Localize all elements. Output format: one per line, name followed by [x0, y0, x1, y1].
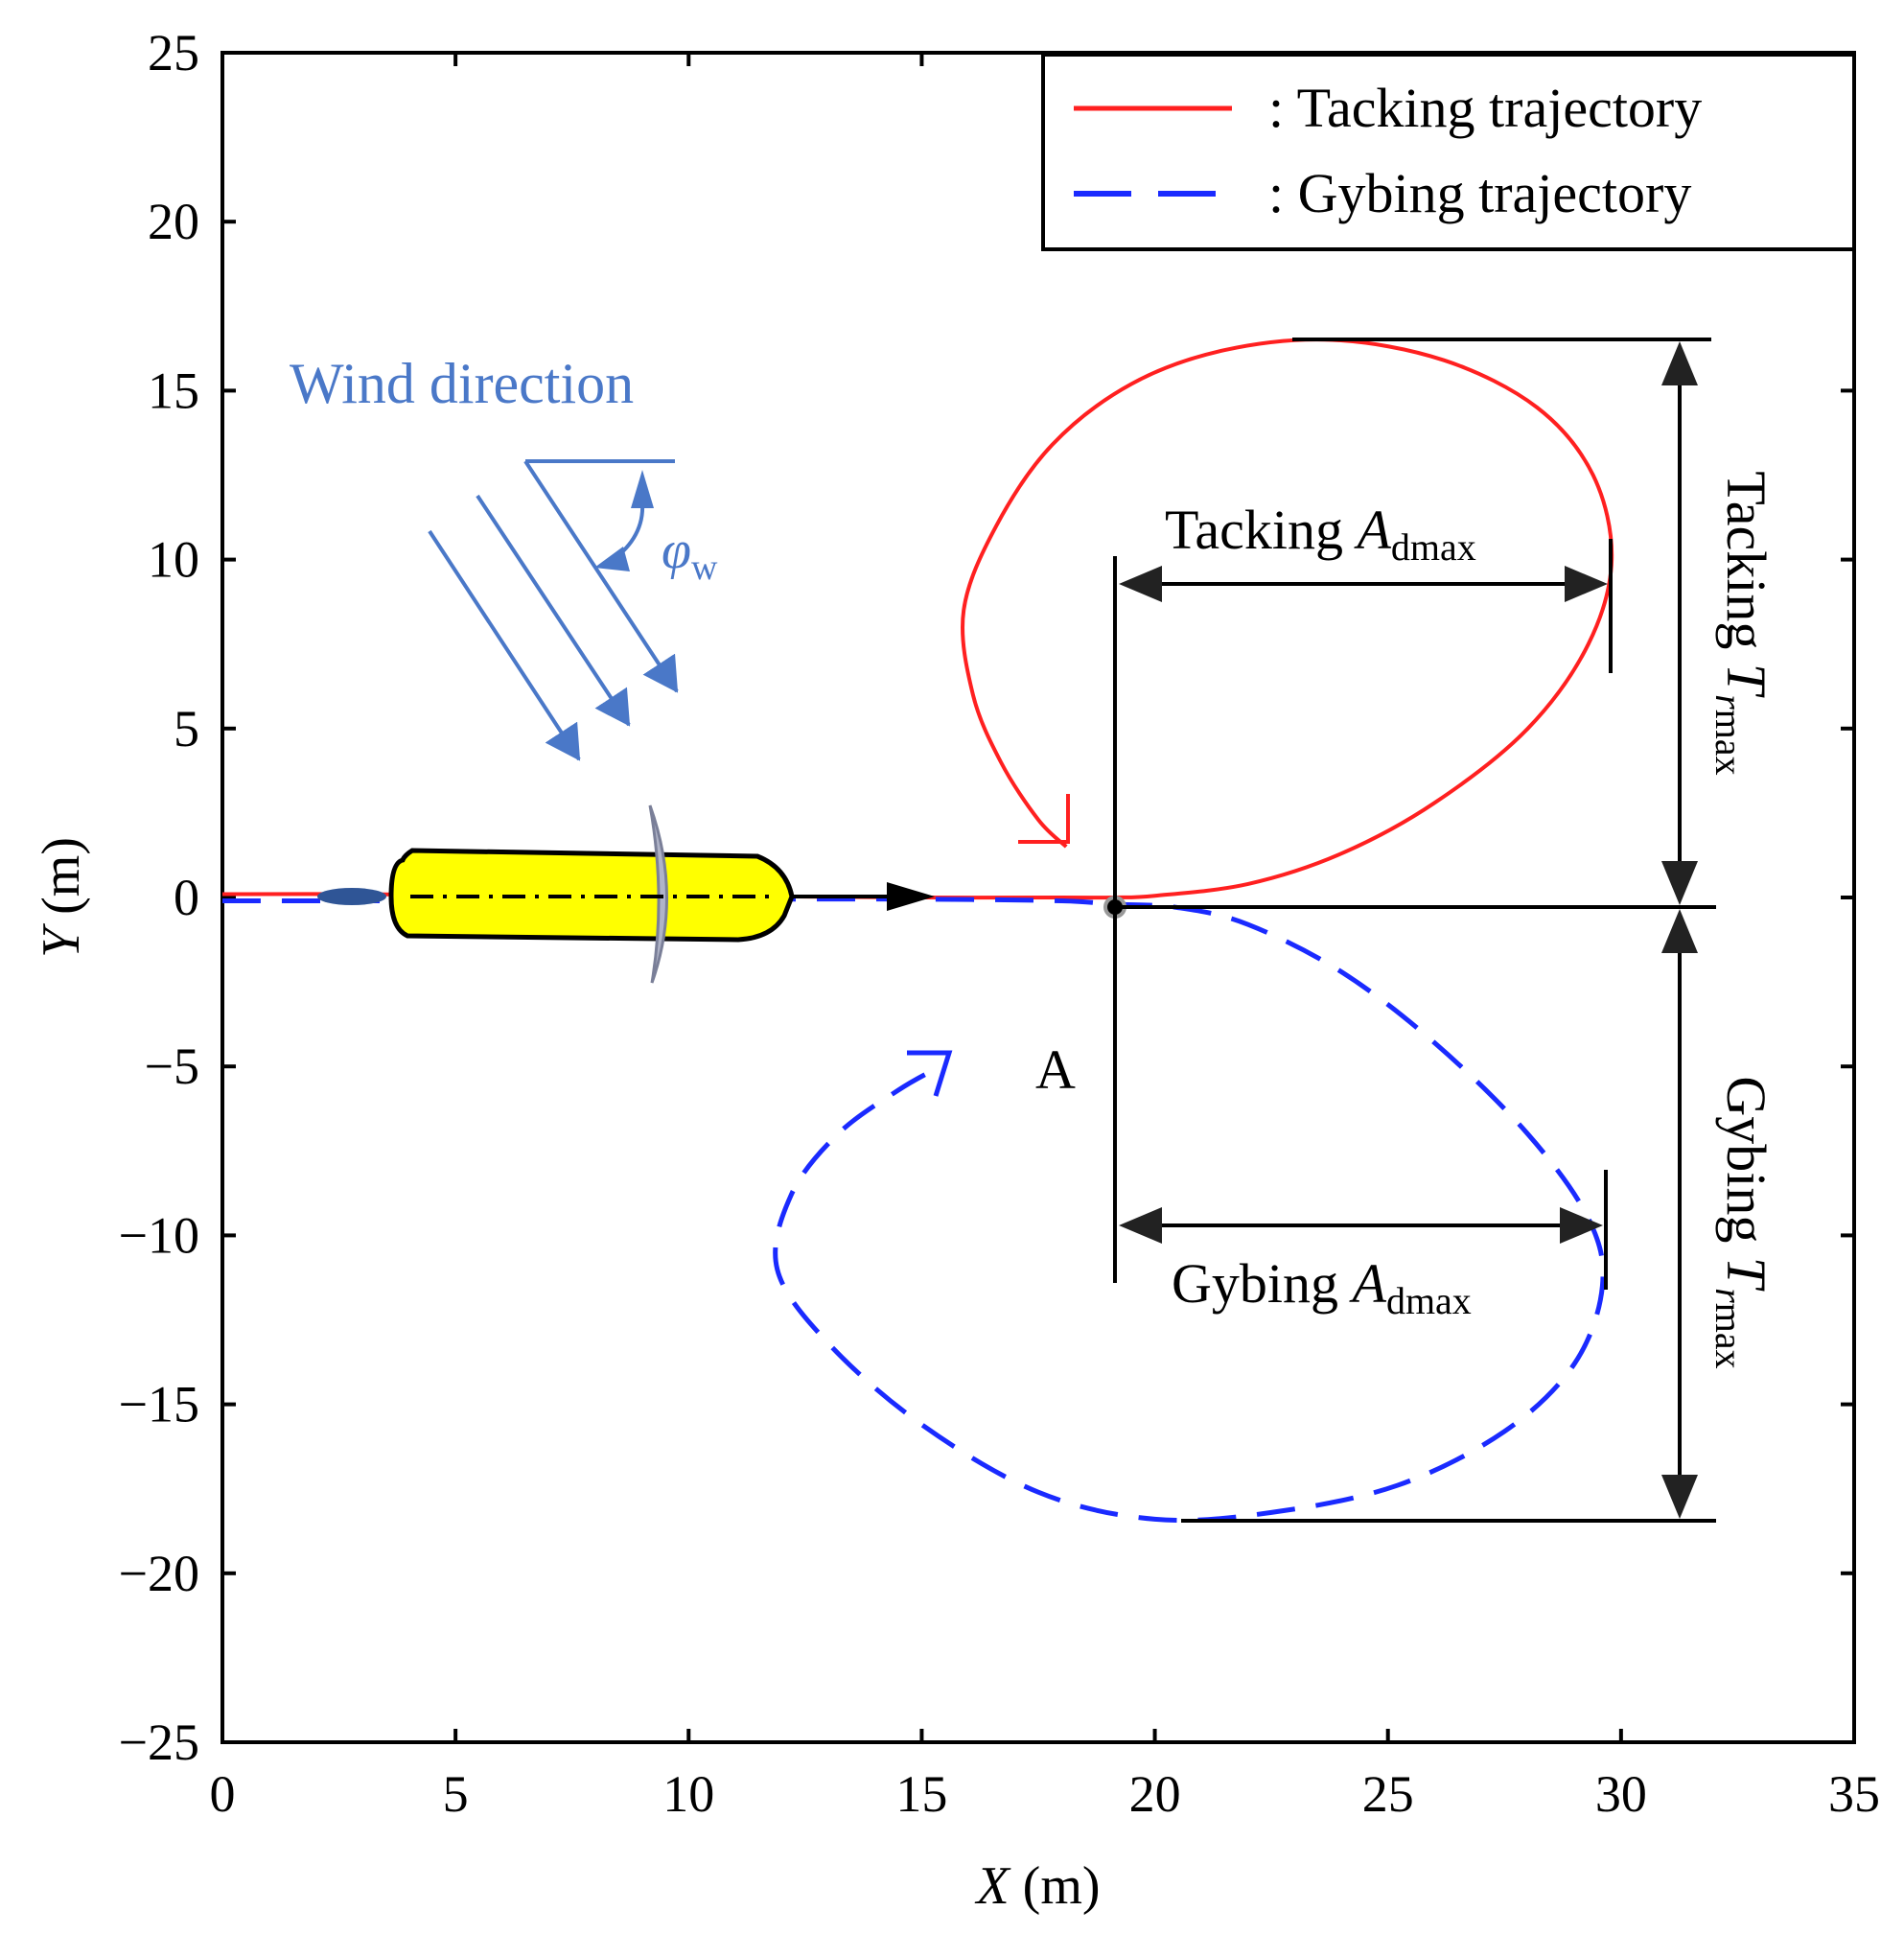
- dimension-lines: [1113, 338, 1716, 1523]
- legend-label-tacking: : Tacking trajectory: [1268, 77, 1702, 139]
- propeller-icon: [317, 888, 386, 905]
- gybing-trmax-label: Gybing Trmax: [1707, 1076, 1777, 1368]
- wind-direction-indicator: Wind direction φw: [290, 352, 718, 761]
- x-axis-title: X (m): [974, 1856, 1100, 1916]
- wind-direction-label: Wind direction: [290, 352, 634, 415]
- x-tick-label: 15: [895, 1765, 947, 1823]
- legend: : Tacking trajectory : Gybing trajectory: [1041, 53, 1856, 251]
- ship-hull: [388, 848, 795, 943]
- y-axis-ticks: 25 20 15 10 5 0 −5 −10 −15 −20 −25: [119, 24, 1854, 1771]
- x-tick-label: 30: [1595, 1765, 1647, 1823]
- y-tick-label: 25: [148, 24, 199, 82]
- y-tick-label: 15: [148, 361, 199, 419]
- x-tick-label: 0: [210, 1765, 236, 1823]
- tacking-trmax-label: Tacking Trmax: [1707, 471, 1777, 775]
- y-tick-label: −20: [119, 1545, 199, 1602]
- angle-arc-arrowhead-top: [631, 470, 654, 508]
- dimension-arrowheads: [1119, 341, 1698, 1519]
- wind-arrow-3: [523, 459, 679, 693]
- wind-arrow-2: [476, 494, 631, 727]
- rudder-icon: [648, 804, 668, 984]
- wind-angle-symbol: φw: [662, 521, 718, 588]
- gybing-end-arrowhead: [907, 1050, 953, 1097]
- y-tick-label: 10: [148, 531, 199, 589]
- angle-arc-arrowhead-bottom: [594, 547, 630, 571]
- tacking-admax-label: Tacking Admax: [1165, 499, 1476, 569]
- gybing-trajectory-line: [221, 897, 1606, 1524]
- x-tick-label: 10: [662, 1765, 714, 1823]
- ship-model: [317, 804, 935, 984]
- x-tick-label: 25: [1362, 1765, 1414, 1823]
- y-tick-label: −10: [119, 1206, 199, 1264]
- y-tick-label: −25: [119, 1713, 199, 1771]
- tacking-trajectory-line: [221, 338, 1614, 900]
- y-axis-title: Y (m): [32, 837, 91, 958]
- y-tick-label: 0: [174, 869, 199, 926]
- point-a-label: A: [1035, 1038, 1076, 1101]
- legend-box: [1041, 53, 1856, 251]
- x-tick-label: 5: [443, 1765, 469, 1823]
- tacking-end-arrowhead: [1018, 794, 1070, 844]
- x-tick-label: 35: [1828, 1765, 1880, 1823]
- y-tick-label: 5: [174, 700, 199, 757]
- legend-label-gybing: : Gybing trajectory: [1268, 162, 1691, 224]
- y-tick-label: −5: [145, 1037, 199, 1095]
- wind-arrow-1: [428, 529, 581, 761]
- gybing-admax-label: Gybing Admax: [1172, 1252, 1472, 1322]
- y-tick-label: −15: [119, 1376, 199, 1433]
- x-tick-label: 20: [1129, 1765, 1181, 1823]
- y-tick-label: 20: [148, 193, 199, 250]
- heading-arrow-icon: [887, 882, 935, 911]
